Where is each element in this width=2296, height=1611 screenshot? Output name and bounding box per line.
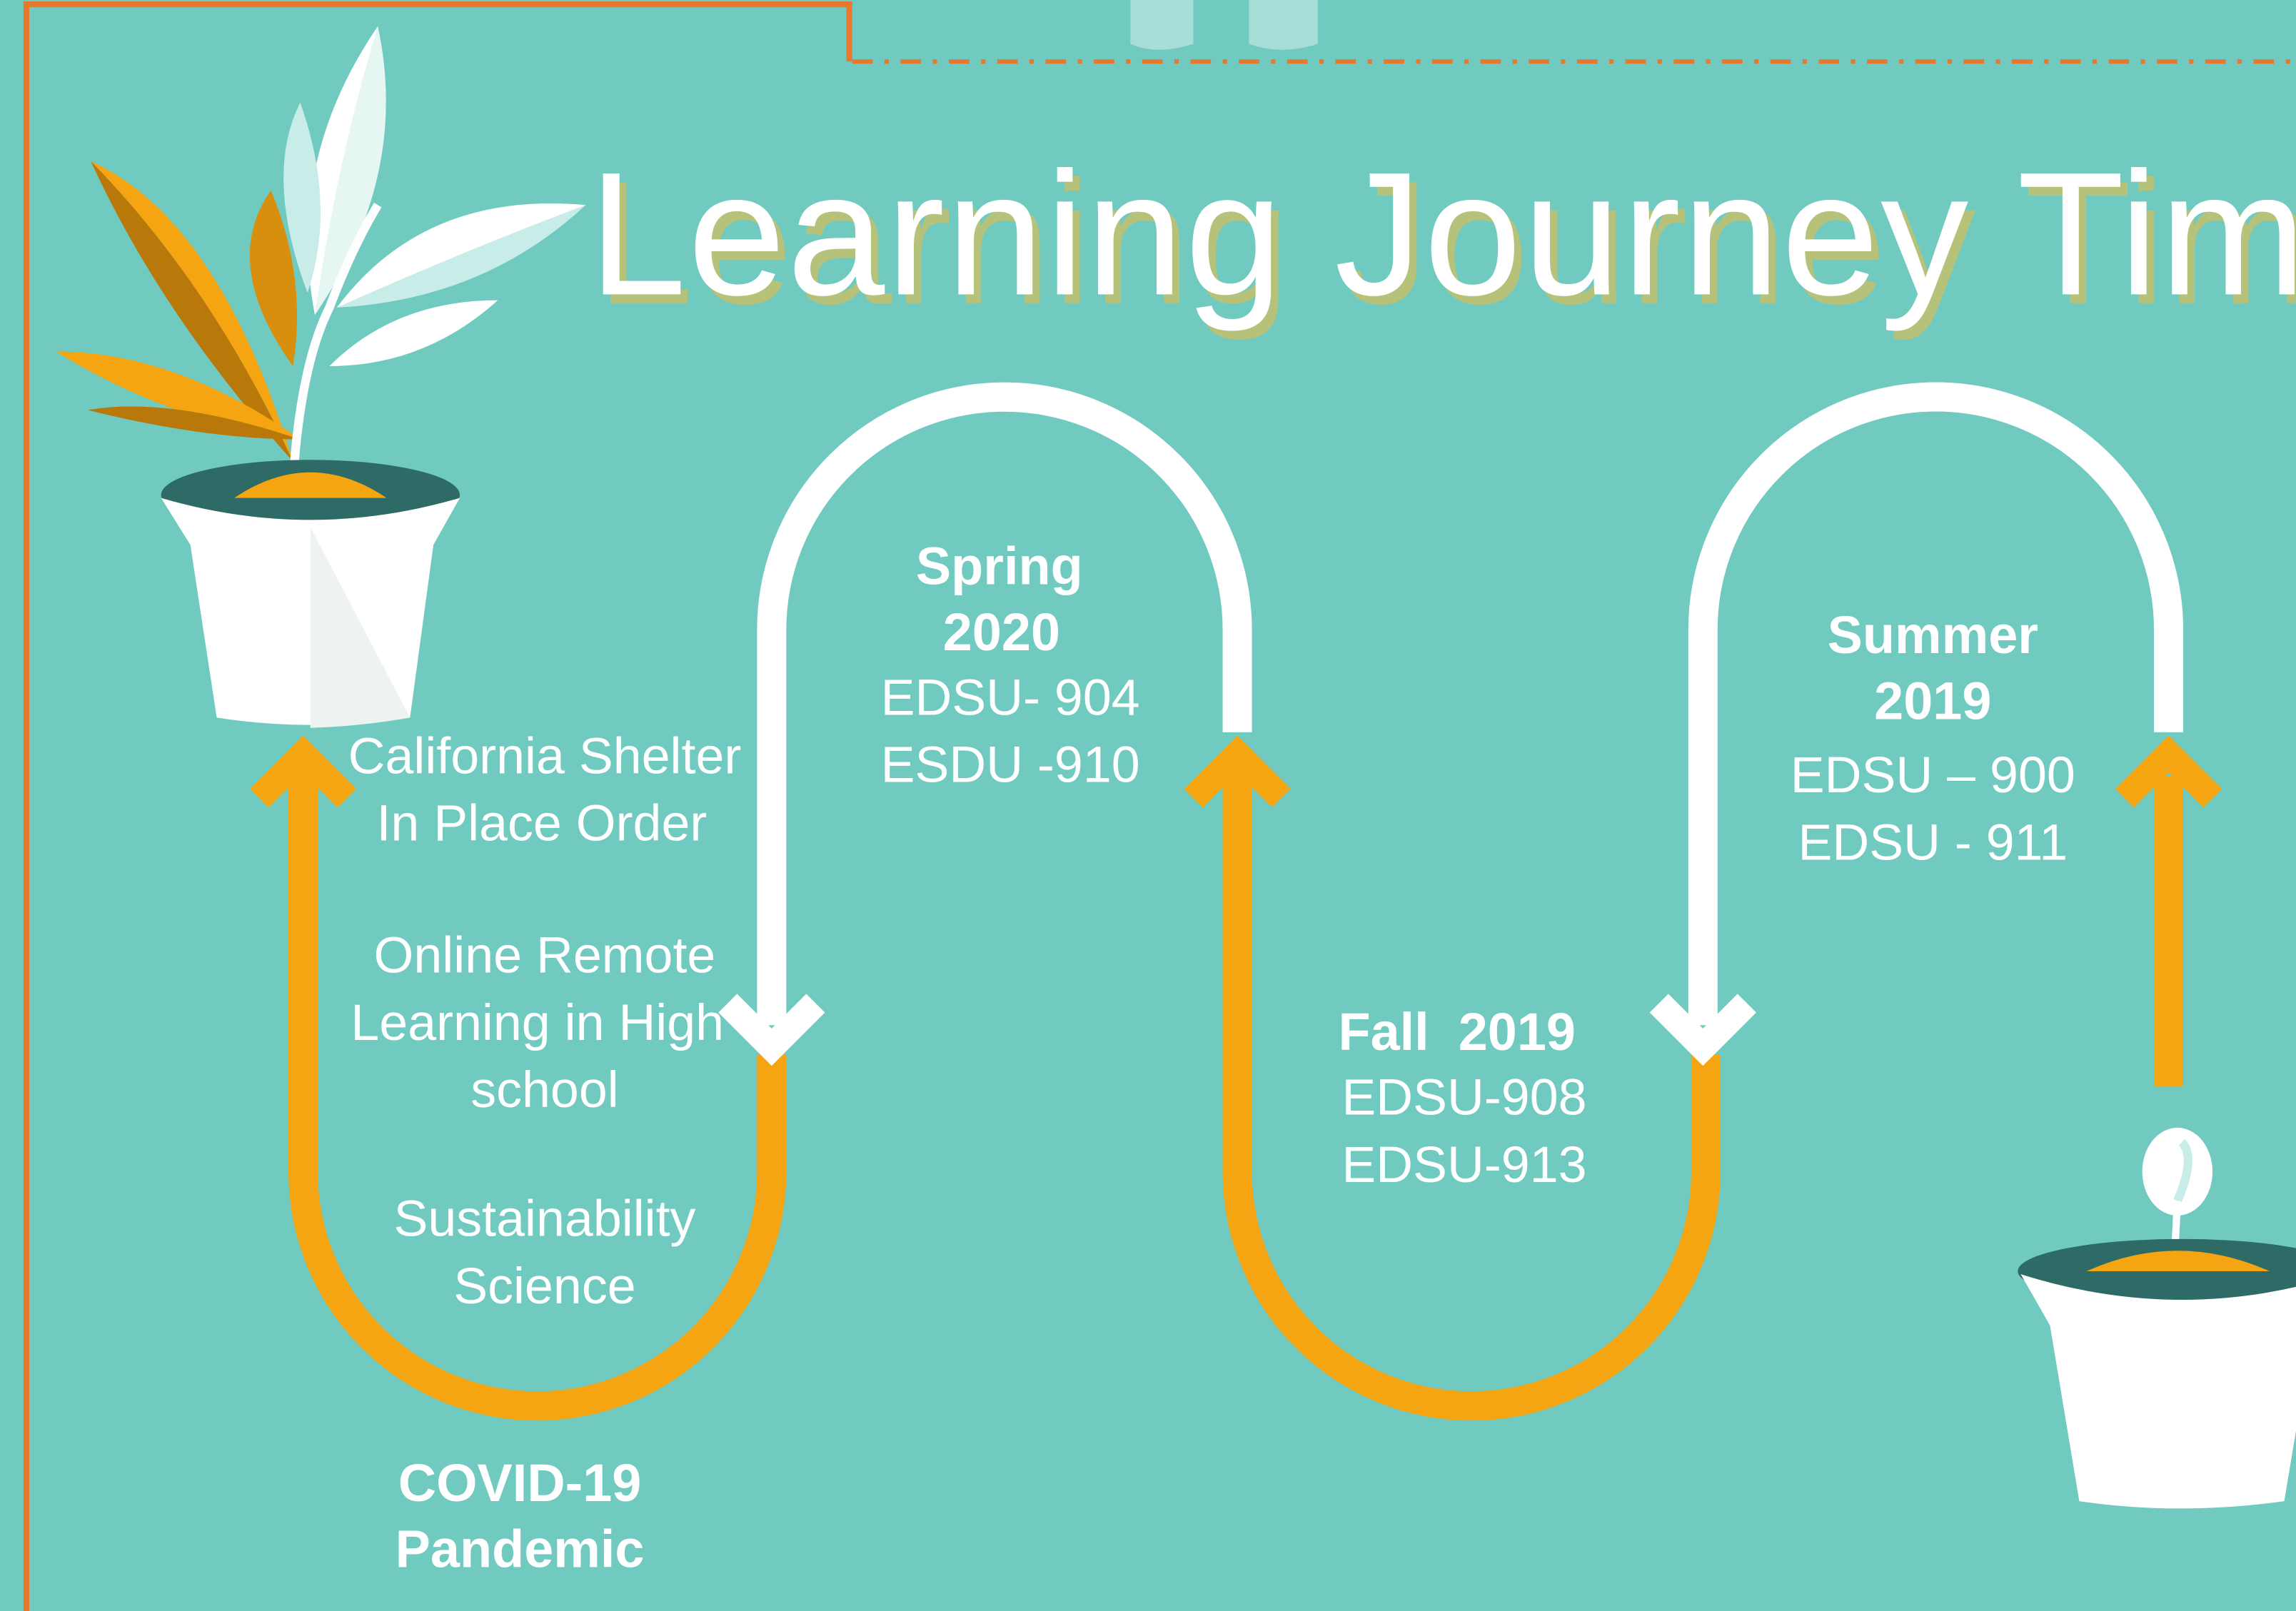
arrow-up-icon bbox=[249, 735, 357, 808]
event-text: California Shelter bbox=[348, 727, 742, 785]
page-title: Learning Journey Tim bbox=[588, 136, 2296, 333]
timeline-path-fall-loop bbox=[1222, 754, 1721, 1421]
course-code: EDSU- 904 bbox=[880, 669, 1140, 727]
course-code: EDSU – 900 bbox=[1790, 747, 2075, 804]
course-code: ESDU -910 bbox=[880, 737, 1140, 794]
course-code: EDSU-908 bbox=[1341, 1069, 1587, 1126]
event-online-remote-learning: Online Remote Learning in High school bbox=[325, 923, 764, 1125]
timeline-path-spring-arch bbox=[757, 382, 1252, 1026]
arrow-down-icon bbox=[1649, 994, 1756, 1066]
milestone-fall-2019: Fall 2019 EDSU-908 EDSU-913 bbox=[1289, 999, 1640, 1199]
term-label: Pandemic bbox=[395, 1518, 645, 1579]
arrow-down-icon bbox=[718, 994, 825, 1066]
arrow-up-icon bbox=[2115, 735, 2222, 808]
event-text: Online Remote bbox=[373, 926, 716, 984]
milestone-covid-19: COVID-19 Pandemic bbox=[337, 1450, 718, 1582]
event-text: In Place Order bbox=[376, 795, 708, 853]
milestone-summer-2019: Summer 2019 EDSU – 900 EDSU - 911 bbox=[1735, 602, 2130, 877]
slide-border bbox=[23, 1, 852, 1611]
term-year: 2020 bbox=[942, 602, 1061, 662]
term-label: COVID-19 bbox=[398, 1453, 642, 1513]
event-text: school bbox=[470, 1061, 619, 1119]
event-text: Learning in High bbox=[351, 994, 725, 1052]
top-decor-shape bbox=[1130, 0, 1194, 50]
sprout-pot-icon bbox=[2018, 1127, 2296, 1509]
event-text: Sustainability bbox=[393, 1191, 696, 1248]
event-sustainability-science: Sustainability Science bbox=[325, 1186, 764, 1321]
term-label: Fall 2019 bbox=[1338, 1001, 1576, 1062]
term-year: 2019 bbox=[1874, 670, 1992, 731]
timeline-path-summer-arch bbox=[1688, 382, 2184, 1026]
arrow-up-icon bbox=[1184, 735, 1291, 808]
timeline-path-covid-loop bbox=[288, 769, 787, 1421]
seedling-pot-icon bbox=[55, 26, 586, 728]
event-shelter-in-place: California Shelter In Place Order bbox=[325, 724, 764, 859]
term-label: Spring bbox=[915, 535, 1083, 597]
term-label: Summer bbox=[1827, 605, 2039, 665]
top-decor-shape bbox=[1249, 0, 1318, 50]
milestone-spring-2020: Spring 2020 EDSU- 904 ESDU -910 bbox=[820, 533, 1201, 799]
course-code: EDSU-913 bbox=[1341, 1136, 1587, 1194]
course-code: EDSU - 911 bbox=[1798, 814, 2068, 872]
event-text: Science bbox=[453, 1258, 636, 1315]
